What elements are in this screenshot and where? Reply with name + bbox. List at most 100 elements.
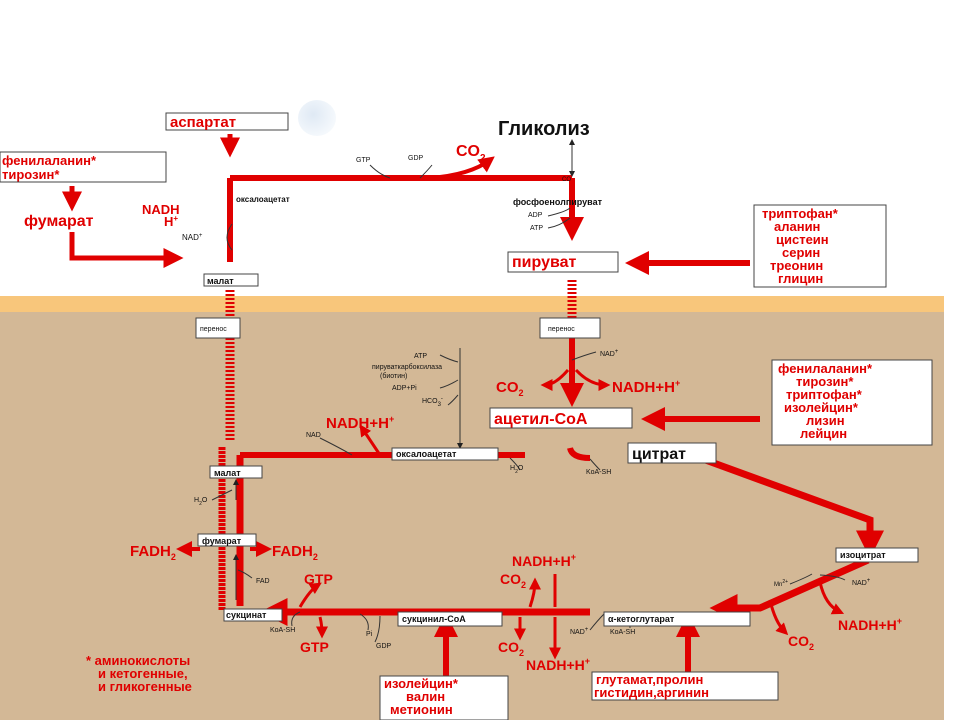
- gtp-bot-label: GTP: [300, 639, 329, 655]
- citrate-box: [627, 442, 717, 464]
- svg-text:CO2: CO2: [498, 639, 524, 658]
- aa-right2-item: тирозин*: [796, 374, 854, 389]
- co2-mid-sub: 2: [519, 388, 524, 398]
- nad-iso-sup: +: [867, 578, 871, 584]
- fumarate-out-arrow: [69, 232, 184, 268]
- adp-pi-label: ADP+Pi: [392, 385, 417, 392]
- nadh-from-pdh-arrow: [574, 368, 611, 391]
- oaa-box: [391, 447, 499, 461]
- aa-right2-item: триптофан*: [786, 387, 863, 402]
- nad-malate-line: [226, 223, 233, 251]
- aspartate-box: [165, 112, 289, 131]
- adp-top-line: [547, 207, 571, 217]
- co2-top-sub: 2: [480, 153, 486, 164]
- svg-text:NADH+H+: NADH+H+: [512, 552, 576, 569]
- nadh-mid2-sup: +: [571, 552, 576, 562]
- tyr-label: тирозин*: [2, 167, 60, 182]
- acetylcoa-merge-line: [567, 447, 591, 461]
- gtp-top-label: GTP: [356, 157, 371, 164]
- svg-text:CO2: CO2: [496, 379, 524, 398]
- aa-bottom1-list: изолейцин* валин метионин: [384, 676, 459, 717]
- h2o-2-label: H: [194, 497, 199, 504]
- h2o-1-label: H: [510, 465, 515, 472]
- nad-top-sup: +: [199, 233, 203, 239]
- nadh-oaa-sup: +: [389, 414, 394, 424]
- aa-top-left-box: [0, 151, 167, 183]
- gdp-top-label: GDP: [408, 155, 424, 162]
- koa-sh-3-label: KoA-SH: [610, 629, 635, 636]
- svg-text:NADH+H+: NADH+H+: [526, 656, 590, 673]
- nadh-oaa-arrow: [359, 424, 382, 456]
- label-boxes: [0, 112, 933, 720]
- gdp-bot-line: [374, 615, 381, 643]
- nad-akg-sup: +: [585, 627, 589, 633]
- svg-text:CO2: CO2: [456, 143, 486, 164]
- citrate-to-isocitrate-arrow: [698, 454, 884, 559]
- svg-text:CO2: CO2: [788, 633, 814, 652]
- svg-text:NAD+: NAD+: [570, 627, 589, 636]
- svg-text:H+: H+: [164, 214, 178, 229]
- co2-bot-sub: 2: [519, 648, 524, 658]
- succinylcoa-box: [397, 611, 503, 627]
- footnote-line: и гликогенные: [98, 679, 192, 694]
- aspartate-label: аспартат: [170, 114, 236, 131]
- aa-bottom1-item: метионин: [390, 702, 453, 717]
- footnote-line: * аминокислоты: [86, 653, 190, 668]
- co2-mid2-arrow: [528, 577, 541, 608]
- aa-right2-list: фенилаланин* тирозин* триптофан* изолейц…: [778, 361, 873, 441]
- koa-sh-1-label: KoA-SH: [586, 469, 611, 476]
- nad-akg-line: [589, 613, 605, 631]
- oaa-label: оксалоацетат: [396, 449, 457, 459]
- nadh-mid-sup: +: [675, 378, 680, 388]
- co2-mid2-sub: 2: [521, 580, 526, 590]
- nadh-iso-sup: +: [897, 616, 902, 626]
- svg-text:CO2: CO2: [500, 571, 526, 590]
- h2o-1-line: [509, 457, 521, 471]
- aa-right1-item: цистеин: [776, 232, 829, 247]
- aa-bottom2-item: глутамат,пролин: [596, 672, 703, 687]
- aa-right2-item: лейцин: [800, 426, 847, 441]
- nad-iso-line: [819, 574, 846, 581]
- phe-label: фенилаланин*: [2, 153, 97, 168]
- nadh-mid-label: NADH+H: [612, 379, 675, 396]
- koa-sh-2-label: KoA-SH: [270, 627, 295, 634]
- svg-text:FADH2: FADH2: [272, 543, 318, 562]
- isocitrate-box: [835, 547, 919, 563]
- succinylcoa-label: сукцинил-CoA: [402, 614, 466, 624]
- hco3-sup: -: [441, 396, 443, 402]
- fad-label: FAD: [256, 578, 270, 585]
- nad-pdh-line: [571, 351, 597, 361]
- gtp-mid-label: GTP: [304, 571, 333, 587]
- co2-bot-label: CO: [498, 639, 519, 655]
- nad-oaa-line: [319, 437, 353, 456]
- fumarate-top-label: фумарат: [24, 213, 94, 230]
- fad-line: [237, 569, 253, 579]
- hco3-sub: 3: [438, 402, 442, 408]
- glycolysis-label: Гликолиз: [498, 118, 590, 140]
- aa-right1-item: триптофан*: [762, 206, 839, 221]
- svg-text:NADH+H+: NADH+H+: [326, 414, 394, 432]
- malate-top-box: [203, 273, 259, 287]
- atp-mid-label: ATP: [414, 353, 427, 360]
- pi-label: Pi: [366, 631, 373, 638]
- adp-mid-line: [439, 379, 459, 389]
- aa-right1-box: [753, 204, 887, 288]
- aa-bottom2-box: [591, 671, 779, 701]
- aa-right2-item: изолейцин*: [784, 400, 859, 415]
- pyruvate-box: [507, 251, 619, 273]
- transport-right-box: [539, 317, 601, 339]
- decorative-glare: [298, 100, 336, 136]
- h2o-2-line: [211, 489, 233, 501]
- nadh-mid2-label: NADH+H: [512, 553, 571, 569]
- fadh2-left-sub: 2: [171, 552, 176, 562]
- transport-left-label: перенос: [200, 326, 227, 333]
- co2-from-pdh-arrow: [540, 369, 570, 391]
- aa-bottom1-item: валин: [406, 689, 445, 704]
- hco3-line: [447, 394, 459, 406]
- koa-sh-2-line: [291, 611, 301, 627]
- aa-bottom2-item: гистидин,аргинин: [594, 685, 709, 700]
- adp-top-label: ADP: [528, 212, 543, 219]
- svg-text:NAD+: NAD+: [182, 233, 203, 242]
